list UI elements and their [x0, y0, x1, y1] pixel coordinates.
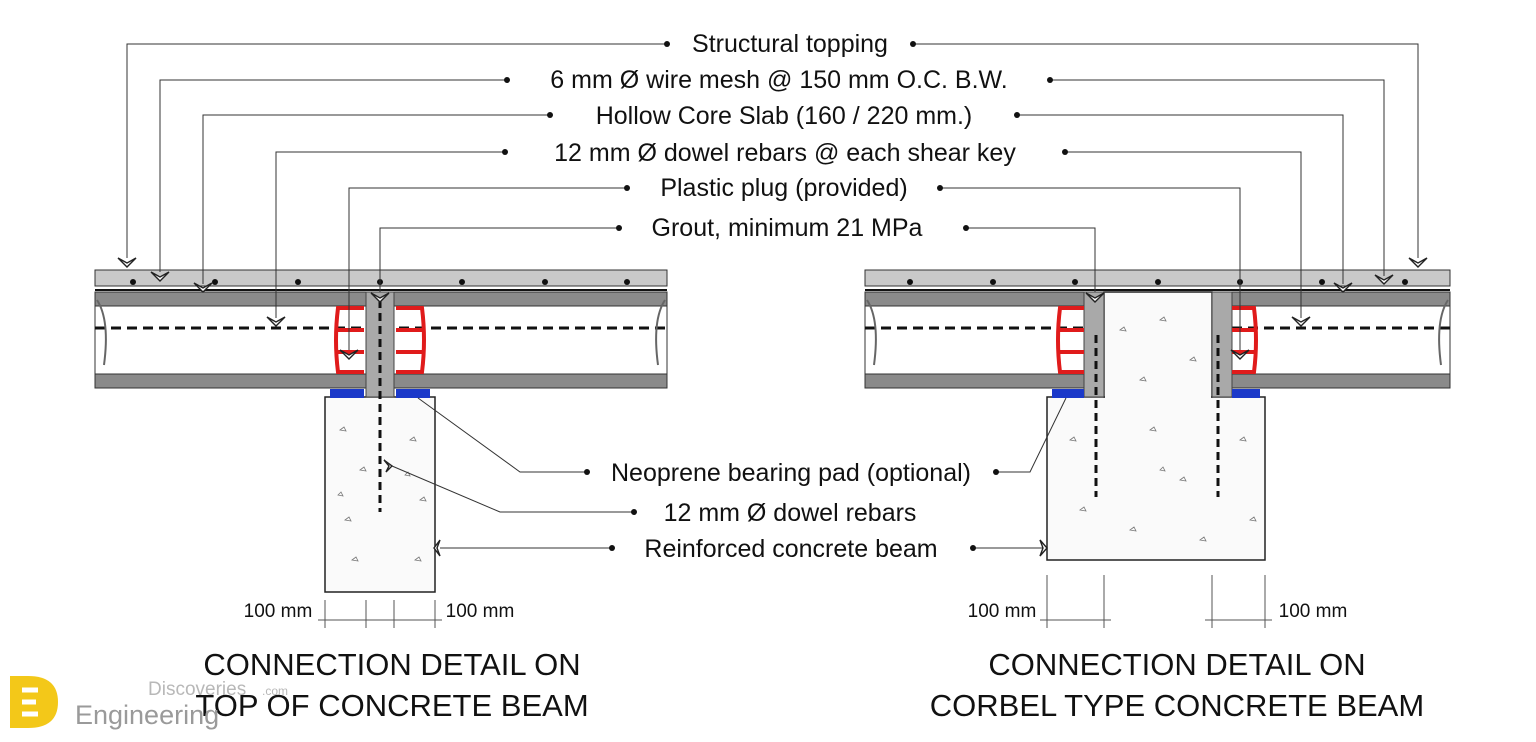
label-neoprene-pad: Neoprene bearing pad (optional) — [611, 459, 971, 487]
left-concrete-beam — [324, 396, 436, 593]
label-dowel-shear-key: 12 mm Ø dowel rebars @ each shear key — [554, 139, 1016, 167]
left-title-line2: TOP OF CONCRETE BEAM — [195, 688, 588, 723]
left-detail — [94, 269, 668, 628]
label-hollow-core-slab: Hollow Core Slab (160 / 220 mm.) — [596, 102, 973, 130]
right-detail — [864, 269, 1451, 628]
watermark-logo — [10, 676, 58, 728]
label-grout: Grout, minimum 21 MPa — [652, 214, 923, 242]
label-structural-topping: Structural topping — [692, 30, 888, 58]
left-shear-key-hooks — [334, 306, 426, 374]
left-dimensions — [318, 600, 442, 628]
right-dimensions — [1040, 575, 1272, 628]
watermark-line2: Engineering — [75, 700, 219, 730]
watermark-suffix: .com — [262, 684, 288, 698]
leader-lines — [126, 43, 1419, 549]
left-neoprene-pad-a — [330, 389, 364, 398]
right-beam-stem — [1103, 291, 1213, 398]
right-title-line1: CONNECTION DETAIL ON — [988, 647, 1365, 682]
label-plastic-plug: Plastic plug (provided) — [660, 174, 907, 202]
watermark-line1: Discoveries — [148, 679, 246, 700]
right-title-line2: CORBEL TYPE CONCRETE BEAM — [930, 688, 1424, 723]
left-beam-specks — [337, 426, 427, 562]
left-structural-topping — [94, 269, 668, 287]
left-title-line1: CONNECTION DETAIL ON — [203, 647, 580, 682]
dim-right-a: 100 mm — [968, 601, 1037, 622]
right-structural-topping — [864, 269, 1451, 287]
watermark: Discoveries .com Engineering — [10, 676, 288, 730]
dim-left-b: 100 mm — [446, 601, 515, 622]
right-concrete-beam — [1046, 396, 1266, 561]
right-neoprene-pad-a — [1052, 389, 1084, 398]
label-rc-beam: Reinforced concrete beam — [644, 535, 937, 563]
left-neoprene-pad-b — [396, 389, 430, 398]
leader-dots — [502, 41, 1068, 551]
dim-left-a: 100 mm — [244, 601, 313, 622]
right-shear-key-hooks — [1056, 306, 1258, 374]
label-wire-mesh: 6 mm Ø wire mesh @ 150 mm O.C. B.W. — [550, 66, 1007, 94]
dim-right-b: 100 mm — [1279, 601, 1348, 622]
leader-arrowheads — [117, 257, 1428, 557]
right-grout-joint-b — [1211, 291, 1233, 398]
right-neoprene-pad-b — [1232, 389, 1260, 398]
right-beam-specks — [1069, 316, 1257, 542]
right-grout-joint-a — [1083, 291, 1105, 398]
label-dowel-rebars: 12 mm Ø dowel rebars — [664, 499, 917, 527]
